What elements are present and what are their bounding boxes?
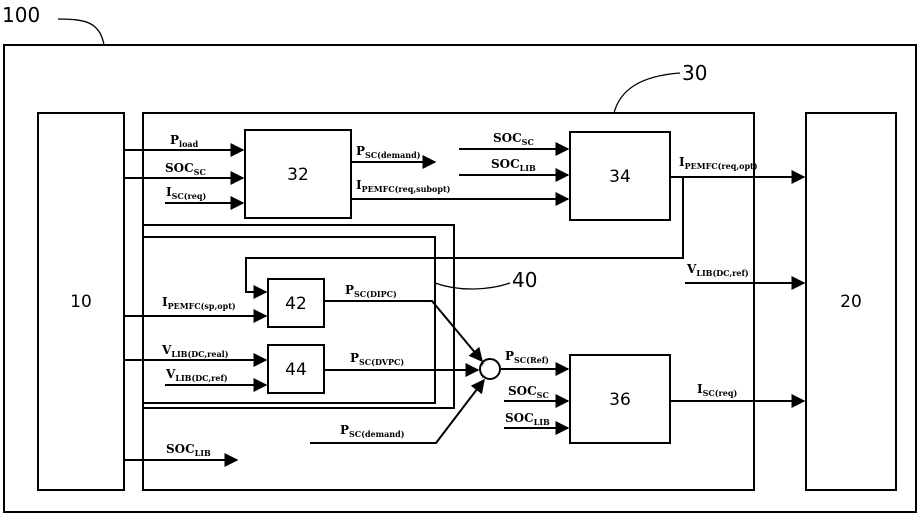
system-ref-label: 100 [2, 3, 40, 27]
sum-sign-top: + [480, 361, 485, 368]
block-36-label: 36 [609, 390, 631, 410]
sum-sign-bottom: + [480, 373, 485, 380]
system-leader-line [58, 19, 104, 45]
block-10-label: 10 [70, 292, 92, 312]
block-34-label: 34 [609, 167, 631, 187]
block-32-label: 32 [287, 165, 309, 185]
sub-controller-ref-label: 40 [512, 268, 537, 292]
block-44-label: 44 [285, 360, 307, 380]
block-42-label: 42 [285, 294, 307, 314]
block-20-label: 20 [840, 292, 862, 312]
controller-ref-label: 30 [682, 61, 707, 85]
